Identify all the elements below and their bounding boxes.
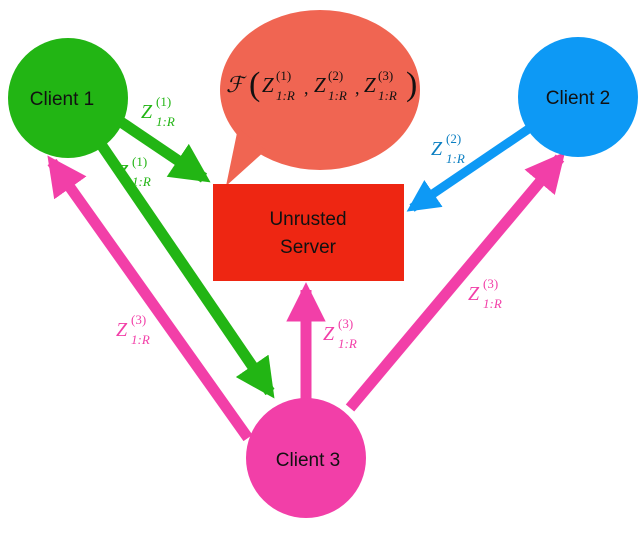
formula-term3-base: Z	[364, 73, 376, 97]
client3-label: Client 3	[276, 450, 340, 471]
server-box	[213, 184, 404, 281]
formula-term1-base: Z	[262, 73, 274, 97]
arrow-client2-to-server	[406, 124, 533, 212]
edge-label-c3-c2: Z (3) 1:R	[468, 276, 502, 311]
edge-label-c3-c2-base: Z	[468, 283, 480, 305]
edge-label-c3-server: Z (3) 1:R	[323, 316, 357, 351]
formula-function-symbol: ℱ	[226, 72, 247, 97]
edge-label-c2-server: Z (2) 1:R	[431, 131, 465, 166]
formula-term1-sup: (1)	[276, 68, 291, 83]
edge-label-c1-server: Z (1) 1:R	[141, 94, 175, 129]
edge-label-c2-server-sup: (2)	[446, 131, 461, 146]
formula-sep2: ,	[355, 78, 360, 98]
formula-term2-sup: (2)	[328, 68, 343, 83]
server-label-line1: Unrusted	[269, 209, 346, 230]
client2-label: Client 2	[546, 88, 610, 109]
arrow-client1-to-server	[114, 115, 211, 183]
edge-label-c1-c3: Z (1) 1:R	[117, 154, 151, 189]
formula-open-paren: (	[249, 66, 260, 103]
edge-label-c1-c3-sup: (1)	[132, 154, 147, 169]
client3-circle	[246, 398, 366, 518]
edge-label-c3-server-sup: (3)	[338, 316, 353, 331]
edge-label-c3-server-base: Z	[323, 323, 335, 345]
edge-label-c1-c3-sub: 1:R	[132, 174, 151, 189]
arrow-client3-to-client2	[345, 151, 566, 412]
formula-close-paren: )	[406, 66, 417, 103]
formula-term3-sub: 1:R	[378, 88, 397, 103]
arrow-client3-to-client1	[47, 155, 253, 442]
edge-label-c3-server-sub: 1:R	[338, 336, 357, 351]
edge-label-c3-c2-sup: (3)	[483, 276, 498, 291]
edge-label-c2-server-base: Z	[431, 138, 443, 160]
formula-term2-base: Z	[314, 73, 326, 97]
formula-term2-sub: 1:R	[328, 88, 347, 103]
bubble-formula: ℱ ( Z (1) 1:R , Z (2) 1:R , Z (3) 1:R )	[226, 66, 417, 103]
server-label-line2: Server	[280, 237, 337, 258]
formula-term1-sub: 1:R	[276, 88, 295, 103]
bubble-tail	[226, 128, 266, 186]
server-node: Unrusted Server	[213, 184, 404, 281]
bubble-shape	[220, 10, 420, 170]
client2-circle	[518, 37, 638, 157]
client1-label: Client 1	[30, 89, 94, 110]
edge-label-c3-c2-sub: 1:R	[483, 296, 502, 311]
client2-node: Client 2	[518, 37, 638, 157]
arrow-client1-to-client3	[93, 136, 275, 399]
edge-label-c2-server-sub: 1:R	[446, 151, 465, 166]
edge-label-c1-server-sub: 1:R	[156, 114, 175, 129]
edge-label-c3-c1: Z (3) 1:R	[116, 312, 150, 347]
client1-circle	[8, 38, 128, 158]
edge-label-c3-c1-base: Z	[116, 319, 128, 341]
arrows	[47, 115, 566, 442]
formula-bubble	[220, 10, 420, 186]
client1-node: Client 1	[8, 38, 128, 158]
client3-node: Client 3	[246, 398, 366, 518]
edge-label-c1-c3-base: Z	[117, 161, 129, 183]
edge-label-c3-c1-sup: (3)	[131, 312, 146, 327]
edge-label-c3-c1-sub: 1:R	[131, 332, 150, 347]
edge-label-c1-server-base: Z	[141, 101, 153, 123]
formula-term3-sup: (3)	[378, 68, 393, 83]
edge-label-c1-server-sup: (1)	[156, 94, 171, 109]
formula-sep1: ,	[304, 78, 309, 98]
